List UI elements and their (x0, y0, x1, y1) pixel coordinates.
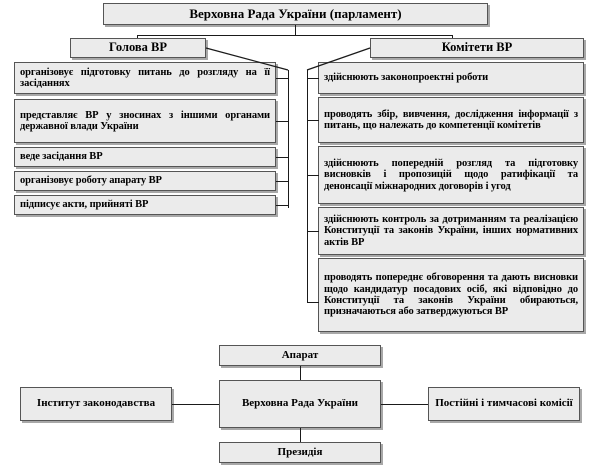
branch-header-label: Голова ВР (109, 40, 167, 55)
structure-left-label: Інститут законодавства (36, 397, 156, 410)
komitety-item-3: здійснюють попередній розгляд та підгото… (318, 146, 584, 204)
komitety-item-5: проводять попереднє обговорення та дають… (318, 258, 584, 332)
golova-item-2-text: представляє ВР у зносинах з іншими орган… (20, 109, 270, 132)
connector-left-trunk (288, 70, 289, 208)
connector-right-stub-2 (307, 120, 319, 121)
connector-left-stub-2 (276, 121, 289, 122)
connector-right-stub-5 (307, 302, 319, 303)
connector-title-to-left-header (137, 35, 138, 38)
connector-right-stub-4 (307, 231, 319, 232)
golova-item-5-text: підписує акти, прийняті ВР (20, 199, 149, 211)
golova-item-3-text: веде засідання ВР (20, 151, 103, 163)
komitety-item-1: здійснюють законопроектні роботи (318, 62, 584, 94)
golova-item-5: підписує акти, прийняті ВР (14, 195, 276, 215)
structure-bottom-prezydiya: Президія (219, 442, 381, 463)
komitety-item-5-text: проводять попереднє обговорення та дають… (324, 272, 578, 318)
komitety-item-4: здійснюють контроль за дотриманням та ре… (318, 207, 584, 255)
connector-title-to-right-header (452, 35, 453, 38)
golova-item-2: представляє ВР у зносинах з іншими орган… (14, 99, 276, 143)
connector-instytut-to-center (172, 404, 219, 405)
komitety-item-3-text: здійснюють попередній розгляд та підгото… (324, 158, 578, 192)
komitety-item-2-text: проводять збір, вивчення, дослідження ін… (324, 108, 578, 131)
structure-right-komisii: Постійні і тимчасові комісії (428, 387, 580, 421)
connector-center-to-prezydiya (300, 428, 301, 442)
golova-item-4: організовує роботу апарату ВР (14, 171, 276, 191)
connector-title-bus (137, 35, 453, 36)
branch-header-komitety-vr: Комітети ВР (370, 38, 584, 58)
branch-header-golova-vr: Голова ВР (70, 38, 206, 58)
golova-item-3: веде засідання ВР (14, 147, 276, 167)
golova-item-1-text: організовує підготовку питань до розгляд… (20, 66, 270, 89)
branch-header-label: Комітети ВР (441, 40, 513, 55)
connector-left-stub-5 (276, 205, 289, 206)
structure-left-instytut: Інститут законодавства (20, 387, 172, 421)
connector-left-stub-1 (276, 78, 289, 79)
connector-aparat-to-center (300, 366, 301, 380)
golova-item-4-text: організовує роботу апарату ВР (20, 175, 162, 187)
diagram-title-box: Верховна Рада України (парламент) (103, 3, 488, 25)
structure-center-verkhovna-rada: Верховна Рада України (219, 380, 381, 428)
connector-title-stem (295, 25, 296, 35)
connector-left-stub-3 (276, 157, 289, 158)
diagram-title: Верховна Рада України (парламент) (189, 5, 402, 21)
connector-right-trunk (307, 70, 308, 303)
komitety-item-2: проводять збір, вивчення, дослідження ін… (318, 97, 584, 143)
komitety-item-4-text: здійснюють контроль за дотриманням та ре… (324, 214, 578, 248)
connector-right-stub-3 (307, 175, 319, 176)
structure-bottom-label: Президія (277, 445, 323, 458)
connector-center-to-komisii (381, 404, 428, 405)
connector-left-stub-4 (276, 181, 289, 182)
structure-center-label: Верховна Рада України (241, 397, 359, 410)
structure-top-label: Апарат (281, 348, 319, 361)
connector-right-stub-1 (307, 78, 319, 79)
komitety-item-1-text: здійснюють законопроектні роботи (324, 72, 489, 84)
structure-top-aparat: Апарат (219, 345, 381, 366)
structure-right-label: Постійні і тимчасові комісії (435, 397, 573, 410)
golova-item-1: організовує підготовку питань до розгляд… (14, 62, 276, 94)
